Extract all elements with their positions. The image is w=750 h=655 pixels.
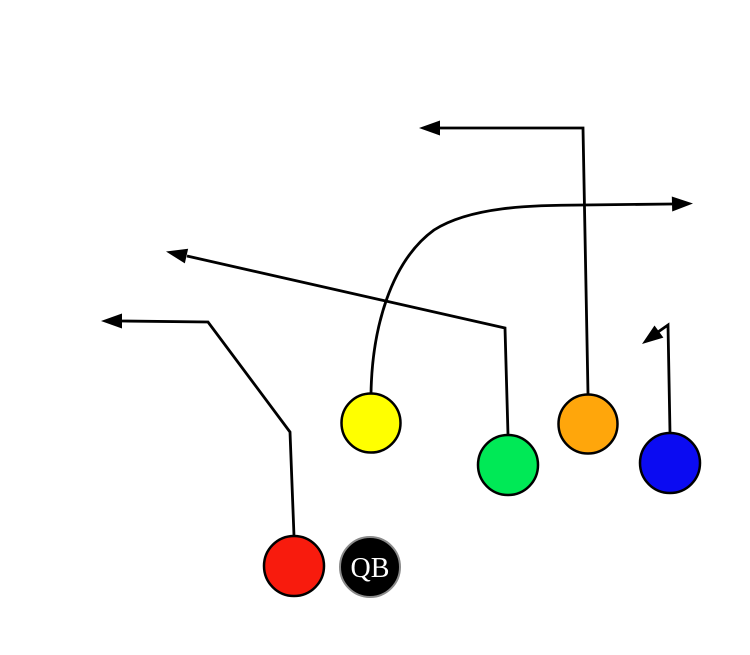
route-blue-arrowhead-icon — [642, 325, 664, 344]
route-blue-line — [657, 322, 672, 434]
receiver-yellow[interactable] — [340, 392, 402, 454]
route-yellow-arrowhead-icon — [671, 196, 693, 212]
receiver-orange-marker[interactable] — [557, 393, 619, 455]
quarterback-label: QB — [351, 553, 390, 584]
quarterback[interactable]: QB — [339, 536, 401, 598]
route-yellow-line — [369, 202, 673, 395]
receiver-yellow-marker[interactable] — [340, 392, 402, 454]
route-red-arrowhead-icon — [101, 313, 122, 329]
receiver-orange[interactable] — [557, 393, 619, 455]
route-red-line — [121, 319, 296, 537]
receiver-blue[interactable] — [638, 431, 702, 495]
route-orange-arrowhead-icon — [419, 120, 440, 136]
quarterback-marker[interactable] — [339, 536, 401, 598]
route-green-line — [186, 254, 510, 436]
receiver-blue-marker[interactable] — [638, 431, 702, 495]
route-green-arrowhead-icon — [166, 248, 189, 264]
receiver-red-marker[interactable] — [262, 534, 326, 598]
receiver-green-marker[interactable] — [476, 433, 540, 497]
route-orange-line — [440, 126, 590, 395]
routes-layer — [101, 120, 693, 537]
players-layer: QB — [262, 392, 702, 598]
receiver-green[interactable] — [476, 433, 540, 497]
receiver-red[interactable] — [262, 534, 326, 598]
